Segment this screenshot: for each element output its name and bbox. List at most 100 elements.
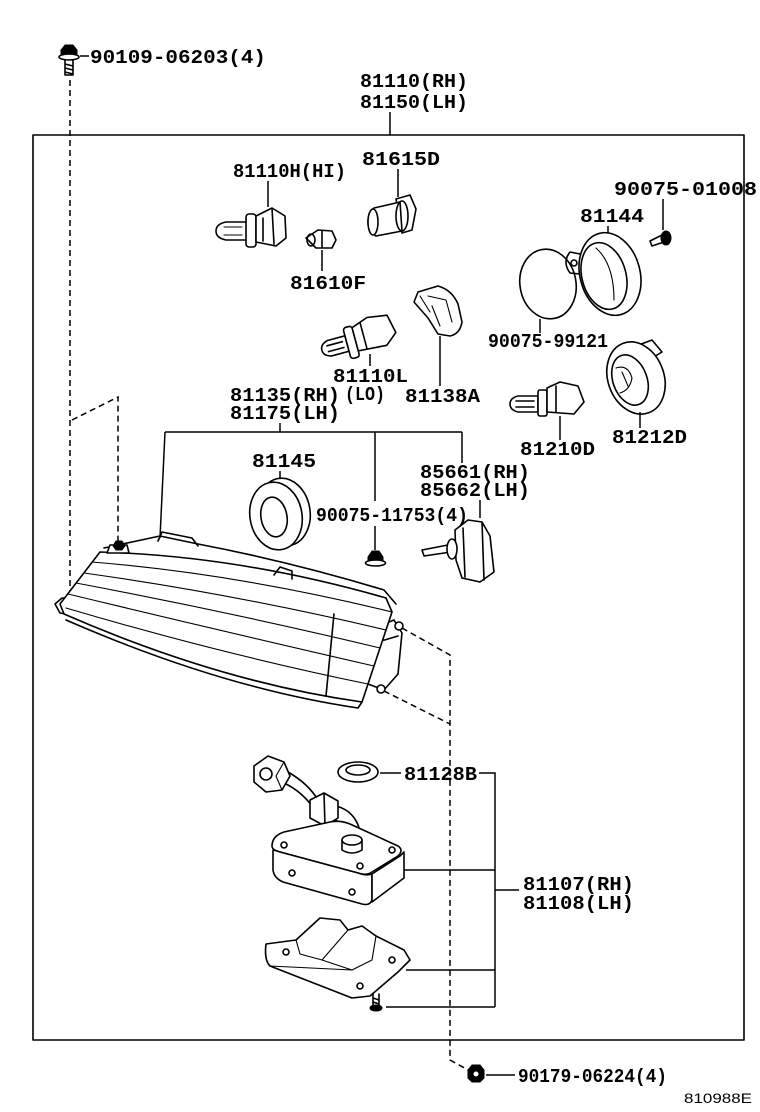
assembly-frame bbox=[32, 134, 745, 1041]
bracket-unit bbox=[159, 423, 463, 539]
bracket-plate-hole-1 bbox=[282, 948, 290, 956]
bolt-shank bbox=[64, 59, 74, 76]
discharge-bulb-base bbox=[454, 519, 495, 583]
bulb-lo-icon bbox=[320, 314, 397, 360]
bracket-plate-outline bbox=[264, 917, 411, 999]
ballast-screw-3 bbox=[356, 862, 364, 870]
grommet-icon bbox=[337, 761, 379, 783]
side-cover-icon bbox=[606, 339, 666, 415]
side-cover-outer bbox=[606, 341, 666, 415]
housing-lower-rim bbox=[65, 619, 363, 709]
headlamp-housing bbox=[54, 531, 404, 709]
harness-plug-socket bbox=[259, 767, 273, 781]
cap-screw-icon bbox=[649, 230, 672, 247]
bracket-plate-folds bbox=[269, 929, 377, 971]
clip-detail bbox=[419, 295, 453, 327]
ring-hole bbox=[259, 496, 289, 538]
callout-gasket: 90075-99121 bbox=[488, 331, 608, 353]
dashed-line-right-branch bbox=[383, 690, 451, 725]
callout-side-cover: 81212D bbox=[612, 427, 687, 449]
bracket-screw-icon bbox=[369, 993, 383, 1012]
ballast-screw-1 bbox=[280, 841, 288, 849]
callout-unit-lh: 81175(LH) bbox=[230, 403, 340, 425]
dashed-line-right-main bbox=[401, 627, 471, 1072]
small-bulb-icon bbox=[305, 229, 337, 249]
bolt-top-left-icon bbox=[58, 44, 80, 76]
callout-assembly-rh: 81110(RH) bbox=[360, 71, 468, 93]
bracket-plate-hole-2 bbox=[356, 982, 364, 990]
discharge-bulb-icon bbox=[421, 519, 495, 583]
ballast-screw-2 bbox=[388, 846, 396, 854]
dashed-line-left-branch bbox=[71, 395, 119, 546]
side-bulb-flange bbox=[537, 389, 548, 417]
side-cover-inner bbox=[610, 354, 650, 406]
callout-ring: 81145 bbox=[252, 451, 316, 473]
bottom-nut-icon bbox=[467, 1064, 485, 1083]
side-bulb-glass bbox=[509, 395, 539, 413]
bottom-nut-hole bbox=[473, 1071, 479, 1077]
housing-top-left-bolt bbox=[112, 540, 126, 551]
cap-inner bbox=[580, 241, 628, 311]
harness-plug-edge bbox=[275, 761, 285, 791]
socket-top-rim bbox=[395, 200, 409, 232]
bulb-hi-base bbox=[255, 207, 287, 247]
gasket-ring bbox=[518, 248, 578, 320]
cap-dome-line bbox=[595, 247, 615, 301]
housing-screw-lower bbox=[376, 684, 386, 694]
bolt-flange bbox=[58, 53, 80, 61]
bracket-ballast bbox=[386, 772, 519, 1008]
ring-icon bbox=[248, 477, 312, 551]
small-bulb-tip bbox=[306, 233, 316, 247]
callout-ballast-rh: 81107(RH) bbox=[523, 874, 634, 896]
cap-screw-head bbox=[660, 230, 672, 246]
callout-cap-screw: 90075-01008 bbox=[614, 179, 757, 201]
bracket-screw-shank bbox=[372, 993, 380, 1007]
housing-back-rim bbox=[103, 535, 397, 605]
callout-clip: 81138A bbox=[405, 386, 481, 408]
discharge-bulb-collar bbox=[446, 538, 458, 560]
ballast-screw-5 bbox=[348, 888, 356, 896]
side-bulb-base bbox=[546, 381, 585, 415]
unit-nut-flange bbox=[364, 559, 387, 567]
callout-ballast-lh: 81108(LH) bbox=[523, 893, 634, 915]
callout-unit-nut: 90075-11753(4) bbox=[316, 505, 468, 527]
unit-nut-icon bbox=[364, 550, 387, 567]
ballast-bracket-plate bbox=[264, 917, 411, 999]
housing-top-bracket bbox=[157, 531, 199, 547]
bulb-hi-icon bbox=[215, 207, 287, 248]
housing-screw-upper bbox=[394, 621, 404, 631]
bulb-hi-flange bbox=[245, 213, 257, 248]
side-cover-detail bbox=[615, 366, 633, 394]
cap-icon bbox=[565, 231, 642, 317]
callout-assembly-lh: 81150(LH) bbox=[360, 92, 468, 114]
cap-outer bbox=[578, 231, 642, 317]
ring-front bbox=[248, 481, 304, 551]
clip-outline bbox=[413, 285, 463, 337]
clip-icon bbox=[413, 285, 463, 337]
callout-discharge-rh: 85661(RH) bbox=[420, 462, 530, 484]
bulb-lo-glass bbox=[320, 335, 350, 357]
harness-connector bbox=[309, 792, 339, 827]
bracket-plate-hole-3 bbox=[388, 956, 396, 964]
housing-hook bbox=[273, 566, 293, 580]
housing-lens-divider bbox=[325, 613, 335, 697]
housing-lens-lines bbox=[65, 561, 393, 685]
bulb-hi-glass bbox=[215, 221, 249, 241]
figure-reference-code: 810988E bbox=[684, 1090, 752, 1106]
callout-bulb-lo-tag: (LO) bbox=[345, 384, 385, 406]
cap-tab-hole bbox=[570, 259, 578, 267]
ballast-side bbox=[371, 851, 405, 903]
callout-unit-rh: 81135(RH) bbox=[230, 385, 340, 407]
ballast-inlet-top bbox=[341, 834, 363, 846]
callout-side-bulb: 81210D bbox=[520, 439, 595, 461]
callout-discharge-lh: 85662(LH) bbox=[420, 480, 530, 502]
bracket-screw-head bbox=[369, 1004, 383, 1012]
callout-bulb-lo: 81110L bbox=[333, 366, 408, 388]
side-bulb-icon bbox=[509, 381, 585, 417]
callout-small-bulb: 81610F bbox=[290, 273, 366, 295]
callout-cap: 81144 bbox=[580, 206, 644, 228]
bulb-hi-filament bbox=[223, 226, 243, 236]
bulb-lo-base bbox=[351, 314, 397, 352]
callout-bottom-nut: 90179-06224(4) bbox=[518, 1066, 667, 1088]
